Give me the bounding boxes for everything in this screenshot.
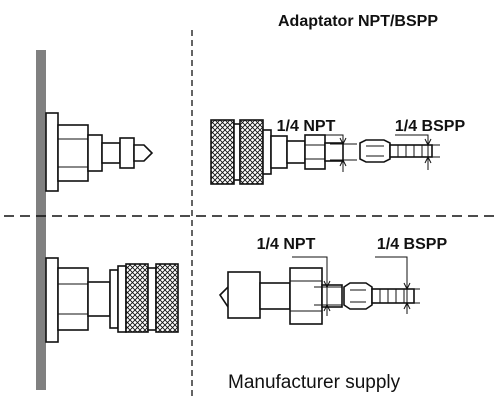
lower-npt-dimension bbox=[292, 256, 342, 316]
lower-npt-label: 1/4 NPT bbox=[257, 236, 316, 253]
upper-coupler bbox=[210, 119, 344, 185]
lower-bspp-adapter bbox=[343, 282, 415, 310]
mounting-wall bbox=[36, 50, 46, 390]
upper-bspp-adapter bbox=[359, 139, 433, 163]
lower-bspp-dimension bbox=[375, 256, 420, 314]
lower-bspp-label: 1/4 BSPP bbox=[377, 236, 448, 253]
caption-manufacturer-supply: Manufacturer supply bbox=[228, 372, 401, 393]
upper-panel-plug bbox=[45, 112, 154, 192]
lower-plug bbox=[218, 267, 343, 325]
upper-bspp-label: 1/4 BSPP bbox=[395, 118, 466, 135]
diagram-title: Adaptator NPT/BSPP bbox=[278, 13, 438, 30]
upper-npt-label: 1/4 NPT bbox=[277, 118, 336, 135]
upper-bspp-dimension bbox=[395, 134, 440, 170]
lower-panel-coupler bbox=[45, 257, 179, 343]
upper-npt-dimension bbox=[309, 134, 357, 172]
